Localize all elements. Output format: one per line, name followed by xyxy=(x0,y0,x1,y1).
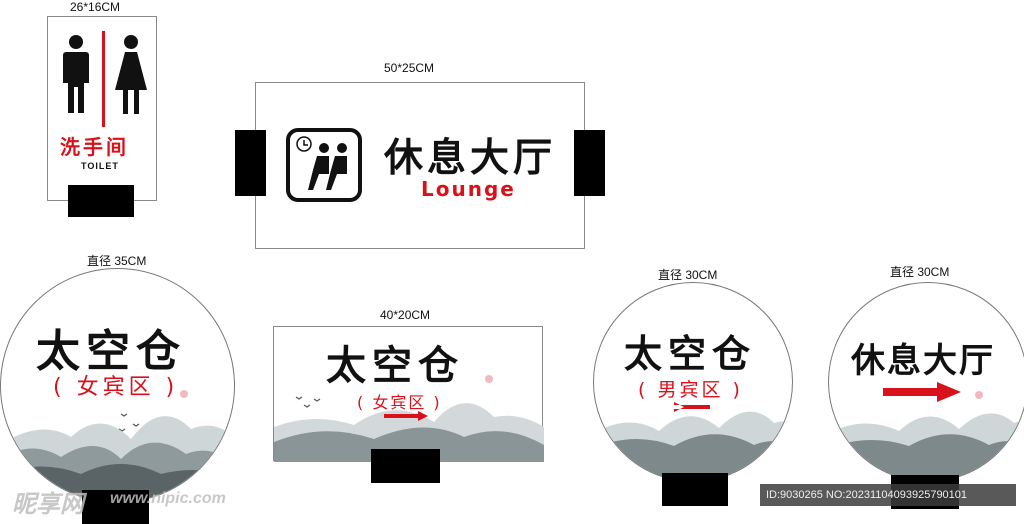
rect-middle-stand-base xyxy=(371,449,440,483)
lounge-title-cn: 休息大厅 xyxy=(384,136,557,181)
circle-sign-right: 休息大厅 xyxy=(828,282,1024,482)
circle-sign-mid-right: 太空仓 ( 男宾区 ) xyxy=(593,282,793,482)
arrow-right-icon xyxy=(883,382,961,402)
circle-left-subtitle: ( 女宾区 ) xyxy=(53,375,179,400)
circle-left-title: 太空仓 xyxy=(36,326,186,377)
circle-sign-left: 太空仓 ( 女宾区 ) xyxy=(0,268,235,503)
lounge-bracket-right xyxy=(574,130,605,196)
divider-line xyxy=(102,31,105,127)
toilet-pictogram xyxy=(63,31,147,127)
sun-dot-decoration xyxy=(975,391,983,399)
rect-middle-size-label: 40*20CM xyxy=(380,308,431,322)
mountains-decoration xyxy=(274,375,544,462)
toilet-sign: 洗手间 TOILET xyxy=(47,16,157,201)
rect-sign-middle: 太空仓 ( 女宾区 ) xyxy=(273,326,544,462)
circle-left-size-label: 直径 35CM xyxy=(87,254,147,268)
lounge-seat-icon xyxy=(286,128,362,202)
circle-midright-size-label: 直径 30CM xyxy=(658,268,718,282)
clock-icon xyxy=(296,136,312,152)
lounge-bracket-left xyxy=(235,130,266,196)
sun-dot-decoration xyxy=(180,390,188,398)
toilet-title-cn: 洗手间 xyxy=(60,135,129,159)
woman-icon xyxy=(115,35,147,114)
rect-middle-subtitle: ( 女宾区 ) xyxy=(357,393,442,412)
birds-decoration xyxy=(295,396,321,408)
arrow-left-icon xyxy=(674,402,710,412)
lounge-title-en: Lounge xyxy=(421,177,516,201)
rect-middle-title: 太空仓 xyxy=(326,342,464,389)
lounge-sign: 休息大厅 Lounge xyxy=(255,82,585,249)
toilet-stand-base xyxy=(68,185,134,217)
lounge-size-label: 50*25CM xyxy=(384,61,435,75)
watermark-logo: 昵享网 xyxy=(12,490,84,518)
mountains-decoration xyxy=(1,390,234,502)
arrow-right-icon xyxy=(384,411,428,421)
mountains-decoration xyxy=(829,382,1024,481)
watermark-site: www.nipic.com xyxy=(110,490,226,507)
man-icon xyxy=(63,35,89,113)
mountains-decoration xyxy=(594,402,792,481)
circle-midright-stand-base xyxy=(662,473,728,506)
circle-right-title: 休息大厅 xyxy=(851,341,995,381)
sun-dot-decoration xyxy=(485,375,493,383)
birds-decoration xyxy=(118,413,140,432)
circle-midright-subtitle: ( 男宾区 ) xyxy=(638,379,743,401)
circle-left-stand-base xyxy=(82,490,149,524)
toilet-title-en: TOILET xyxy=(81,161,119,171)
circle-right-size-label: 直径 30CM xyxy=(890,265,950,279)
watermark-id: ID:9030265 NO:20231104093925790101 xyxy=(760,484,1016,506)
toilet-size-label: 26*16CM xyxy=(70,0,121,14)
circle-midright-title: 太空仓 xyxy=(624,331,757,376)
